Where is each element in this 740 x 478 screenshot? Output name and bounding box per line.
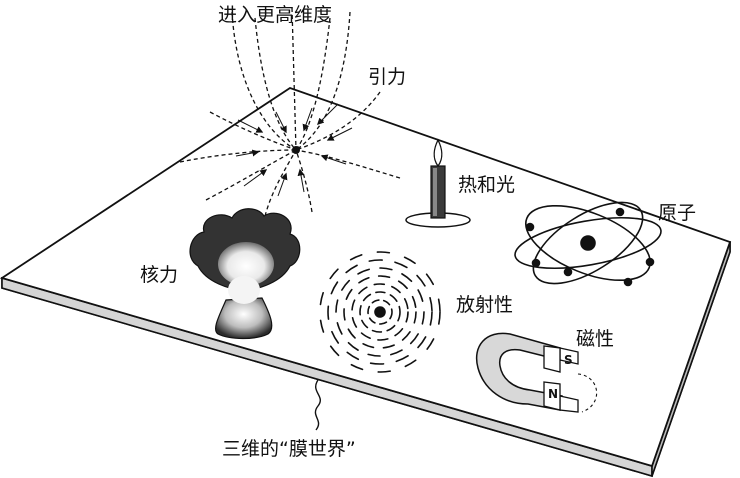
horseshoe-magnet-icon — [475, 332, 598, 413]
radioactivity-waves-icon — [319, 251, 441, 373]
membrane-leader-line — [314, 379, 321, 431]
gravity-field-lines — [179, 7, 401, 217]
higher-dimension-label: 进入更高维度 — [218, 4, 333, 26]
membrane-plane — [0, 87, 732, 478]
nuclear-force-label: 核力 — [140, 264, 179, 286]
radioactivity-label: 放射性 — [456, 294, 514, 316]
mushroom-cloud-icon — [189, 208, 301, 340]
gravity-label: 引力 — [368, 66, 407, 88]
magnetism-label: 磁性 — [576, 328, 615, 350]
membrane-world-label: 三维的“膜世界” — [222, 438, 356, 460]
gravity-source-point — [292, 146, 300, 154]
atom-label: 原子 — [658, 202, 697, 224]
atom-icon — [514, 201, 662, 287]
magnet-pole-s-label: S — [564, 353, 573, 367]
candle-icon — [405, 138, 471, 228]
heat-light-label: 热和光 — [458, 174, 516, 196]
magnet-pole-n-label: N — [548, 387, 558, 401]
